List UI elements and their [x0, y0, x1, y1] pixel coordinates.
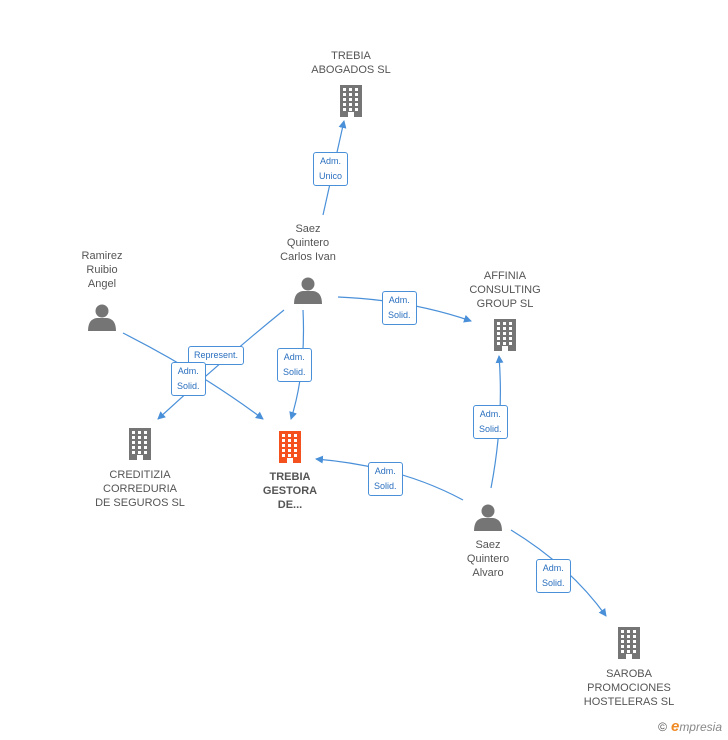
edge-label-line: Solid. [374, 481, 397, 491]
node-label-line: HOSTELERAS SL [583, 696, 675, 708]
node-label-line: TREBIA [269, 471, 311, 483]
node-label-line: DE... [277, 499, 303, 511]
node-label-line: PROMOCIONES [587, 682, 671, 694]
edge-label-line: Unico [319, 171, 343, 181]
node-label-saroba[interactable]: SAROBA PROMOCIONES HOSTELERAS SL [584, 667, 674, 709]
edge-label-line: Adm. [177, 366, 199, 376]
node-label-line: AFFINIA [483, 270, 527, 282]
node-label-affinia[interactable]: AFFINIA CONSULTING GROUP SL [469, 269, 540, 311]
node-label-line: Quintero [466, 553, 510, 565]
building-icon-creditizia[interactable] [129, 428, 151, 460]
copyright-icon: © [658, 719, 667, 734]
edge-label-line: Adm. [388, 295, 410, 305]
edge-label-saez_carlos-to-creditizia[interactable]: Represent. [188, 346, 245, 365]
node-label-line: SAROBA [606, 668, 652, 680]
brand-name: mpresia [679, 720, 722, 734]
edge-label-line: Represent. [194, 350, 239, 360]
node-label-line: Ramirez [81, 250, 123, 262]
person-icon-saez_alvaro[interactable] [474, 504, 502, 532]
node-label-line: Alvaro [472, 567, 504, 579]
edge-label-saez_alvaro-to-trebia_gestora[interactable]: Adm. Solid. [368, 462, 403, 496]
icons-layer [88, 85, 640, 659]
node-label-line: Angel [87, 278, 117, 290]
person-icon-ramirez[interactable] [88, 304, 116, 332]
edge-label-line: Solid. [388, 310, 411, 320]
node-label-line: ABOGADOS SL [311, 64, 391, 76]
node-label-line: CREDITIZIA [109, 469, 171, 481]
node-label-trebia_gestora[interactable]: TREBIA GESTORA DE... [263, 470, 317, 512]
person-icon-saez_carlos[interactable] [294, 277, 322, 305]
building-icon-saroba[interactable] [618, 627, 640, 659]
node-label-line: Saez [475, 539, 501, 551]
node-label-line: GESTORA [262, 485, 318, 497]
node-label-line: TREBIA [331, 50, 371, 62]
node-label-line: Quintero [286, 237, 330, 249]
edge-label-line: Solid. [177, 381, 200, 391]
edge-label-saez_alvaro-to-affinia[interactable]: Adm. Solid. [473, 405, 508, 439]
footer: © empresia [658, 718, 722, 735]
node-label-line: CORREDURIA [103, 483, 177, 495]
brand-logo[interactable]: empresia [671, 718, 722, 735]
node-label-line: GROUP SL [476, 298, 534, 310]
edge-label-line: Adm. [320, 156, 342, 166]
node-label-line: Ruibio [86, 264, 118, 276]
edge-label-saez_carlos-to-affinia[interactable]: Adm. Solid. [382, 291, 417, 325]
edge-label-line: Adm. [374, 466, 396, 476]
edge-label-saez_alvaro-to-saroba[interactable]: Adm. Solid. [536, 559, 571, 593]
edge-label-line: Adm. [542, 563, 564, 573]
node-label-trebia_abogados[interactable]: TREBIA ABOGADOS SL [311, 49, 390, 77]
edge-label-ramirez-to-trebia_gestora[interactable]: Adm. Solid. [171, 362, 206, 396]
edge-label-saez_carlos-to-trebia_abogados[interactable]: Adm. Unico [313, 152, 349, 186]
node-label-line: Carlos Ivan [280, 251, 336, 263]
building-icon-trebia_gestora[interactable] [279, 431, 301, 463]
node-label-creditizia[interactable]: CREDITIZIA CORREDURIA DE SEGUROS SL [95, 468, 185, 510]
node-label-line: DE SEGUROS SL [95, 497, 185, 509]
edge-label-saez_carlos-to-trebia_gestora[interactable]: Adm. Solid. [277, 348, 312, 382]
brand-initial: e [670, 718, 680, 735]
edge-label-line: Solid. [542, 578, 565, 588]
edge-label-line: Adm. [479, 409, 501, 419]
node-label-line: CONSULTING [469, 284, 541, 296]
edge-label-line: Solid. [479, 424, 502, 434]
node-label-line: Saez [295, 223, 321, 235]
building-icon-affinia[interactable] [494, 319, 516, 351]
edge-label-line: Adm. [283, 352, 305, 362]
edge-label-line: Solid. [283, 367, 306, 377]
building-icon-trebia_abogados[interactable] [340, 85, 362, 117]
